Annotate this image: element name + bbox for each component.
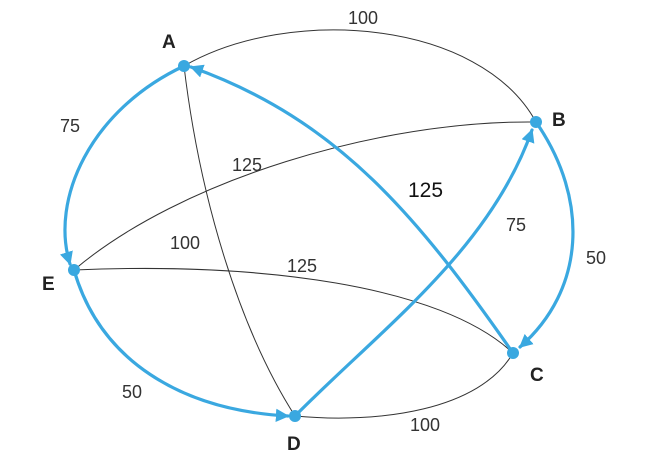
weight-D-B: 75 [506,215,526,235]
edge-D-C [294,352,514,419]
edge-D-B [293,128,535,418]
node-label-A: A [162,32,176,53]
node-E [68,264,80,276]
node-D [289,410,301,422]
edge-E-C [73,267,514,354]
weight-D-C: 100 [410,415,440,435]
node-label-B: B [552,110,566,131]
node-label-C: C [530,365,544,386]
node-A [178,60,190,72]
weight-B-E: 125 [232,155,262,175]
weight-B-C: 50 [586,248,606,268]
edge-B-C [518,120,575,349]
edge-A-D [183,65,296,417]
edge-B-E [73,121,537,271]
edge-A-E [59,64,186,266]
weight-E-C: 125 [287,256,317,276]
edge-A-B [183,29,537,123]
node-C [507,347,519,359]
weight-A-B: 100 [348,8,378,28]
edge-C-A [189,64,515,355]
weight-A-D: 100 [170,233,200,253]
edge-E-D [72,268,290,423]
node-label-D: D [287,434,301,455]
weight-E-D: 50 [122,382,142,402]
node-label-E: E [42,274,55,295]
weight-A-E: 75 [60,116,80,136]
weight-C-A: 125 [408,179,443,202]
node-B [530,116,542,128]
